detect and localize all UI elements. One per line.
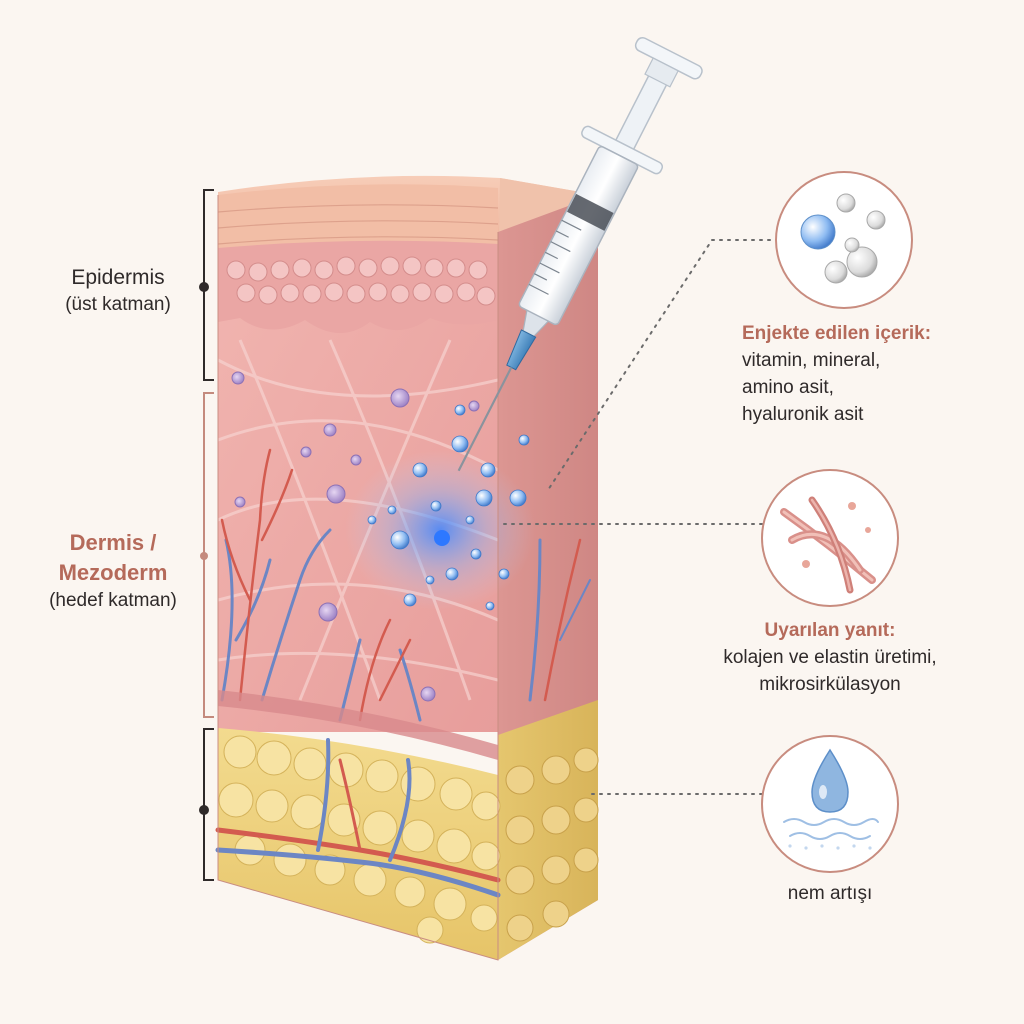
hypodermis-blood-vessels — [215, 738, 501, 898]
injected-content-line: amino asit, — [742, 377, 834, 398]
dermis-bracket — [200, 392, 214, 718]
stimulated-response-label: Uyarılan yanıt: kolajen ve elastin üreti… — [690, 617, 970, 698]
serum-glow — [345, 450, 535, 610]
injected-content-line: hyaluronik asit — [742, 404, 864, 425]
stimulated-response-heading: Uyarılan yanıt: — [764, 620, 896, 641]
dermis-title-line1: Dermis / — [69, 530, 157, 555]
epidermis-subtitle: (üst katman) — [65, 294, 171, 315]
injected-content-line: vitamin, mineral, — [742, 350, 881, 371]
moisture-label: nem artışı — [730, 880, 930, 907]
dermis-subtitle: (hedef katman) — [49, 590, 177, 611]
side-blood-vessels — [528, 538, 591, 702]
syringe — [457, 36, 703, 472]
connector-lines — [499, 239, 771, 795]
dermis-title-line2: Mezoderm — [58, 560, 168, 585]
skin-block — [215, 175, 599, 961]
moisture-text: nem artışı — [787, 883, 873, 904]
injected-content-heading: Enjekte edilen içerik: — [742, 323, 932, 344]
water-drop-icon — [761, 735, 899, 873]
serum-droplets — [367, 404, 530, 611]
collagen-fibers-icon — [761, 469, 899, 607]
stimulated-response-line: kolajen ve elastin üretimi, — [723, 647, 937, 668]
epidermis-label: Epidermis (üst katman) — [38, 264, 198, 318]
bubbles-icon — [775, 171, 913, 309]
epidermis-bracket — [199, 189, 214, 381]
epidermis-layer — [217, 184, 499, 334]
hypodermis-bracket — [199, 728, 214, 881]
dermis-cells — [231, 371, 480, 702]
stimulated-response-line: mikrosirkülasyon — [759, 674, 901, 695]
injected-content-label: Enjekte edilen içerik: vitamin, mineral,… — [742, 320, 1018, 428]
dermis-fibers — [218, 339, 498, 701]
dermis-label: Dermis / Mezoderm (hedef katman) — [28, 528, 198, 614]
dermis-blood-vessels — [220, 448, 422, 722]
epidermis-title: Epidermis — [71, 266, 165, 289]
